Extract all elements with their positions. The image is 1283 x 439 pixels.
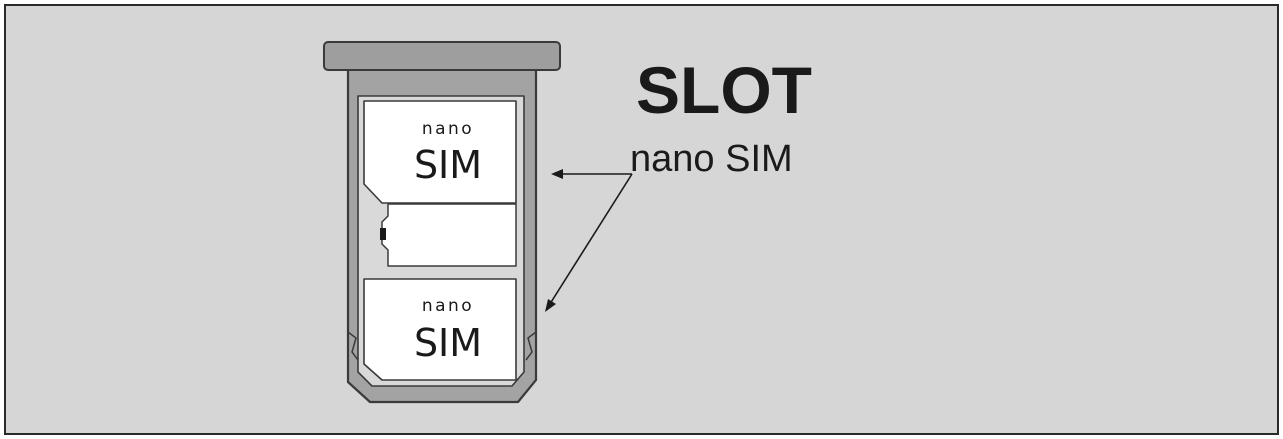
eject-pin-hole [380, 228, 386, 240]
diagram-subtitle: nano SIM [630, 138, 793, 180]
sim-label-big: SIM [414, 321, 482, 365]
eject-pin-slot [381, 203, 517, 267]
diagram-title: SLOT [636, 53, 812, 127]
sim-card-shape [363, 100, 517, 204]
arrow-head-top [551, 169, 563, 179]
sim-label-small: nano [422, 119, 474, 139]
right-notch [525, 331, 537, 361]
left-notch [347, 331, 359, 361]
nano-sim-card-bottom: nano SIM [363, 278, 517, 381]
arrow-to-bottom-slot [547, 173, 633, 308]
tray-handle [323, 41, 561, 71]
diagram-background [4, 4, 1279, 435]
pointer-arrows [545, 169, 633, 312]
sim-label-small: nano [422, 296, 474, 316]
nano-sim-card-top: nano SIM [363, 100, 517, 204]
sim-label-big: SIM [414, 143, 482, 187]
arrow-head-bottom [545, 299, 556, 312]
sim-card-shape [363, 278, 517, 381]
